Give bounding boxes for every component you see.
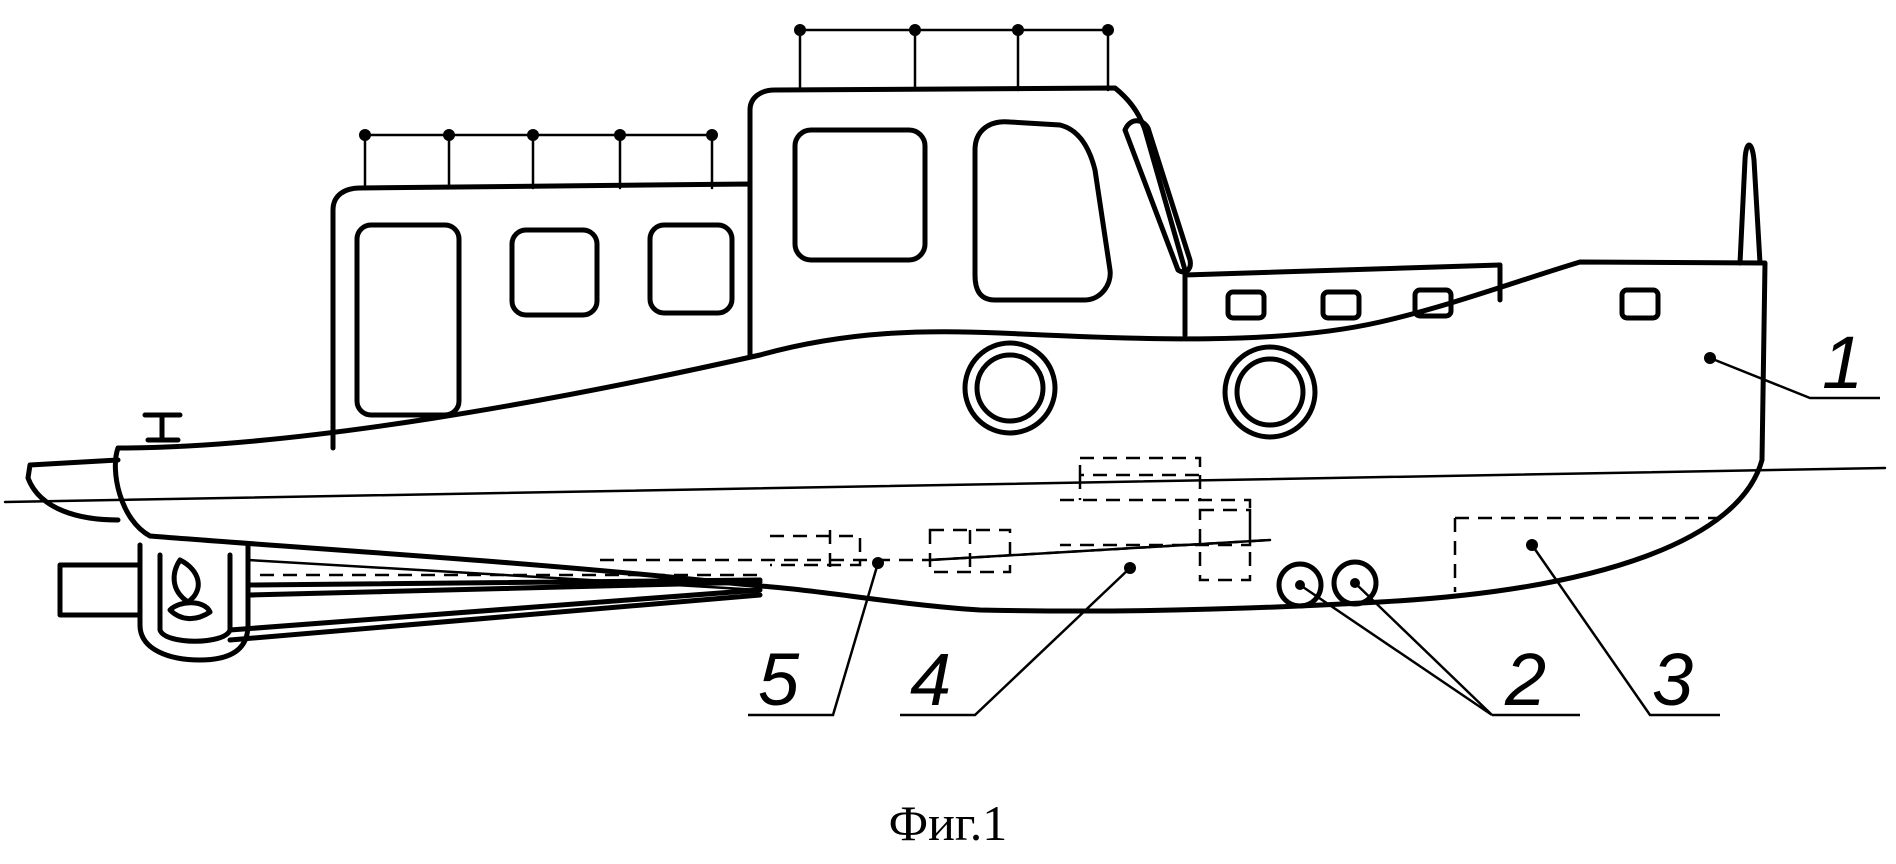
callout-3: 3 xyxy=(1652,638,1693,721)
waterline xyxy=(5,468,1885,502)
callout-4: 4 xyxy=(910,638,951,721)
stern-drive xyxy=(60,545,760,660)
internal-machinery xyxy=(260,458,1720,592)
callout-5: 5 xyxy=(758,638,800,721)
hull-fittings xyxy=(1279,562,1376,606)
callout-2: 2 xyxy=(1504,638,1546,721)
forward-deckhouse xyxy=(1185,145,1760,335)
figure-caption: Фиг.1 xyxy=(889,795,1008,851)
wheelhouse xyxy=(750,24,1315,437)
callout-1: 1 xyxy=(1822,321,1863,404)
hull xyxy=(28,262,1765,611)
